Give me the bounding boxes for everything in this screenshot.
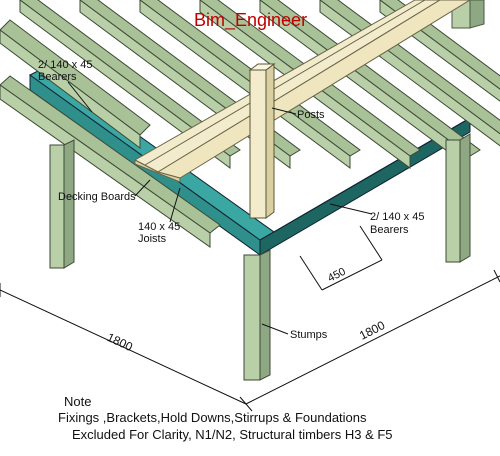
note-line-1: Fixings ,Brackets,Hold Downs,Stirrups & … <box>58 410 367 425</box>
top-bearers <box>0 19 221 248</box>
posts-label: Posts <box>297 109 325 121</box>
joists-label: Joists <box>138 233 167 245</box>
central-post <box>248 63 276 219</box>
bearers-top-label: Bearers <box>38 71 77 83</box>
note-line-2: Excluded For Clarity, N1/N2, Structural … <box>72 427 393 442</box>
leader-lines <box>67 81 373 335</box>
joist-side <box>19 0 231 169</box>
title-text: Bim_Engineer <box>194 10 307 31</box>
note-heading: Note <box>64 394 91 409</box>
decking-boards <box>133 0 471 183</box>
stumps <box>49 133 471 381</box>
stumps-label: Stumps <box>290 329 328 341</box>
joists-size-label: 140 x 45 <box>138 221 180 233</box>
decking-boards-label: Decking Boards <box>58 191 136 203</box>
right-span-dimension: 1800 <box>357 318 387 343</box>
bearers-right-label: Bearers <box>370 224 409 236</box>
joist-spacing-dimension: 450 <box>326 266 348 285</box>
bearers-right-size-label: 2/ 140 x 45 <box>370 211 424 223</box>
dimension-lines <box>0 225 500 412</box>
bearers-top-size-label: 2/ 140 x 45 <box>38 59 92 71</box>
